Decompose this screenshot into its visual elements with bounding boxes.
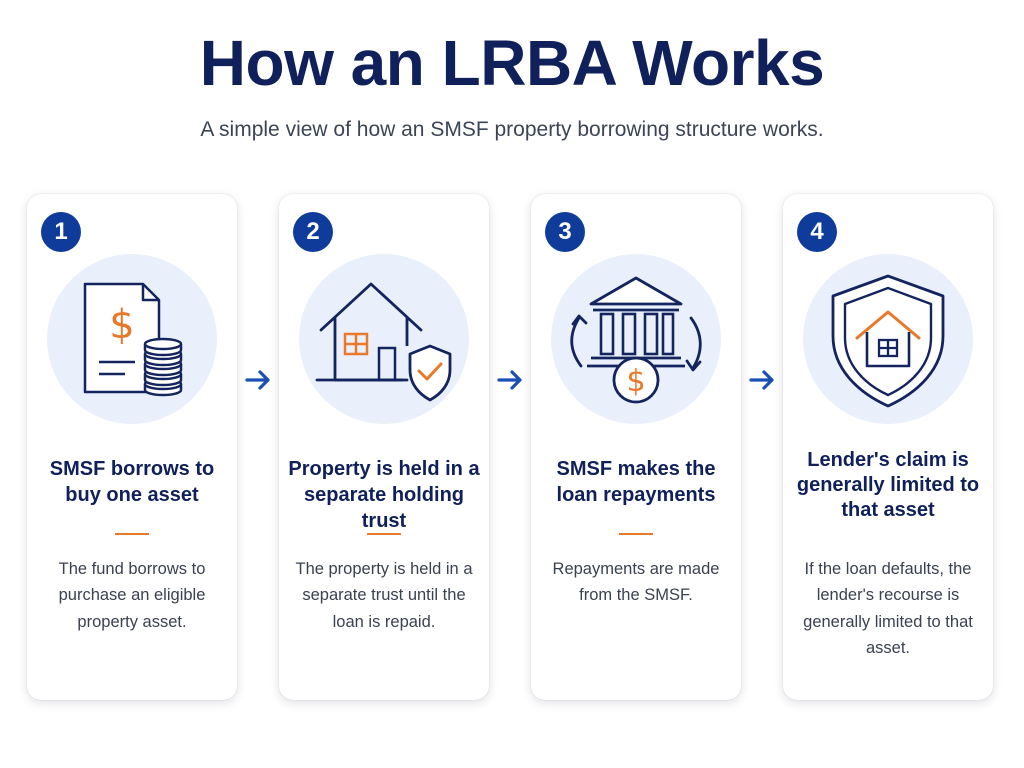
- title-divider: [619, 533, 653, 535]
- step-description: The fund borrows to purchase an eligible…: [58, 560, 206, 631]
- title-divider: [115, 533, 149, 535]
- step-number-badge: 3: [545, 212, 585, 252]
- icon-background: $: [551, 254, 721, 424]
- icon-background: $: [47, 254, 217, 424]
- step-description: If the loan defaults, the lender's recou…: [803, 560, 973, 658]
- icon-background: [803, 254, 973, 424]
- svg-text:$: $: [626, 364, 645, 399]
- arrow-right-icon: [749, 370, 774, 390]
- arrow-right-icon: [497, 370, 522, 390]
- step-title: Lender's claim is generally limited to t…: [796, 449, 980, 521]
- step-number-badge: 4: [797, 212, 837, 252]
- step-number-badge: 2: [293, 212, 333, 252]
- step-description: The property is held in a separate trust…: [295, 560, 473, 631]
- step-title: SMSF borrows to buy one asset: [49, 458, 215, 506]
- step-card-2: 2 Property is held in a separate holding…: [279, 194, 489, 700]
- bank-dollar-cycle-icon: $: [570, 276, 702, 404]
- page-subtitle: A simple view of how an SMSF property bo…: [200, 118, 824, 141]
- document-dollar-coins-icon: $: [83, 282, 183, 397]
- step-number-badge: 1: [41, 212, 81, 252]
- shield-house-icon: [831, 274, 945, 408]
- step-card-3: 3 $ SMSF makes the loan repayments Repay…: [531, 194, 741, 700]
- icon-background: [299, 254, 469, 424]
- step-title: SMSF makes the loan repayments: [556, 458, 716, 506]
- step-card-1: 1 $ SMSF borrows to buy one asset The f: [27, 194, 237, 700]
- title-divider: [367, 533, 401, 535]
- step-title: Property is held in a separate holding t…: [288, 458, 480, 532]
- page-title: How an LRBA Works: [199, 27, 825, 99]
- svg-text:$: $: [109, 302, 134, 348]
- arrow-right-icon: [245, 370, 270, 390]
- step-description: Repayments are made from the SMSF.: [552, 560, 720, 605]
- house-shield-icon: [315, 282, 452, 402]
- step-card-4: 4 Lender's claim is generally limited to…: [783, 194, 993, 700]
